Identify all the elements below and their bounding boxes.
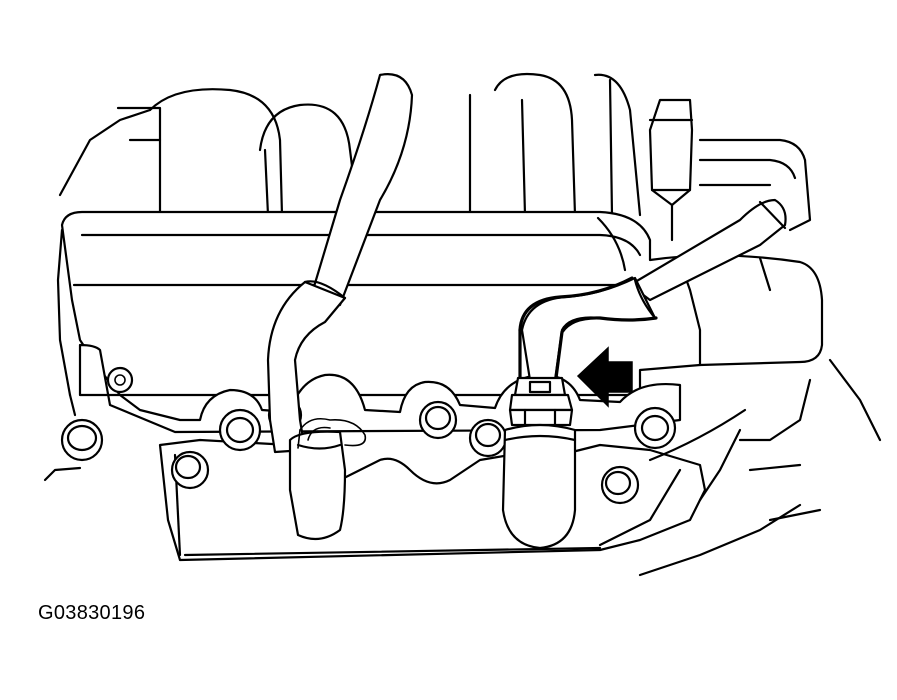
bolt-5 [418, 400, 458, 440]
bolt-2 [170, 450, 210, 490]
vacuum-hose-left [266, 73, 414, 541]
figure-code: G03830196 [38, 602, 146, 624]
bolt-3 [218, 408, 262, 452]
vacuum-valve [648, 98, 812, 242]
intake-plenum [60, 210, 824, 397]
location-arrow-icon [576, 346, 633, 408]
bolt-7 [633, 406, 677, 450]
bolt-6 [468, 418, 508, 458]
left-bracket [43, 228, 82, 482]
bolt-1 [60, 418, 104, 462]
pcv-valve-fitting [508, 376, 574, 427]
pcv-hose [518, 198, 787, 382]
pcv-grommet [501, 423, 577, 550]
bolt-8 [600, 465, 640, 505]
intake-manifold-upper [58, 72, 642, 217]
